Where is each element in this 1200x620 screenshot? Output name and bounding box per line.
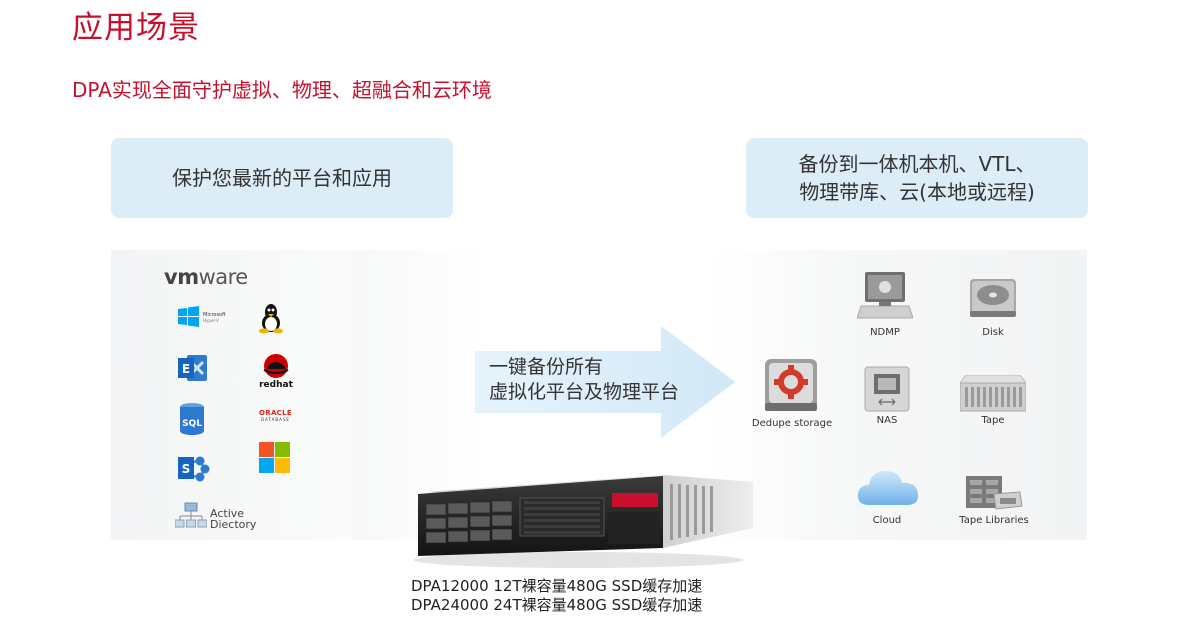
cloud-label: Cloud	[872, 515, 902, 526]
redhat-icon: redhat	[259, 354, 294, 390]
disk-label: Disk	[982, 327, 1004, 338]
callout-right-line1: 备份到一体机本机、VTL、	[798, 152, 1036, 176]
tape-libraries-icon	[966, 476, 1023, 510]
vmware-rest: ware	[198, 265, 249, 289]
page-title: 应用场景	[72, 10, 200, 46]
ndmp-icon	[857, 272, 913, 319]
callout-left-text: 保护您最新的平台和应用	[172, 166, 392, 190]
active-directory-icon	[175, 502, 207, 528]
arrow-line2: 虚拟化平台及物理平台	[489, 381, 680, 403]
dedupe-storage-icon	[765, 359, 817, 411]
svg-text:SQL: SQL	[182, 419, 202, 429]
page-subtitle: DPA实现全面守护虚拟、物理、超融合和云环境	[72, 78, 492, 102]
dpa-appliance-server-icon	[413, 475, 753, 568]
exchange-icon: E	[178, 355, 207, 381]
svg-text:redhat: redhat	[259, 380, 293, 390]
active-directory-label: Active Diectory	[210, 508, 256, 530]
cloud-icon	[857, 471, 919, 505]
oracle-text: ORACLE	[259, 409, 292, 417]
vmware-bold: vm	[164, 265, 199, 289]
hyperv-label: Microsoft Hyper-V	[203, 312, 226, 324]
tape-libraries-label: Tape Libraries	[959, 515, 1029, 526]
platforms-panel	[111, 250, 351, 540]
server-caption-line1: DPA12000 12T裸容量480G SSD缓存加速	[411, 577, 703, 595]
callout-right-line2: 物理带库、云(本地或远程)	[799, 180, 1035, 204]
callout-protect-platforms: 保护您最新的平台和应用	[111, 138, 453, 218]
dedupe-storage-label: Dedupe storage	[751, 418, 833, 429]
disk-icon	[970, 279, 1016, 317]
sql-server-icon: SQL	[180, 403, 204, 435]
active-directory-line1: Active	[210, 507, 245, 520]
windows-hyperv-icon	[178, 306, 199, 327]
tape-icon	[960, 375, 1026, 412]
windows-icon	[259, 442, 290, 473]
ndmp-label: NDMP	[870, 327, 900, 338]
server-caption: DPA12000 12T裸容量480G SSD缓存加速 DPA24000 24T…	[411, 577, 702, 615]
microsoft-text: Microsoft	[203, 312, 226, 318]
arrow-text: 一键备份所有 虚拟化平台及物理平台	[489, 355, 679, 405]
callout-backup-targets: 备份到一体机本机、VTL、 物理带库、云(本地或远程)	[746, 138, 1088, 218]
nas-icon	[864, 366, 910, 412]
oracle-icon: ORACLE DATABASE	[259, 409, 292, 423]
active-directory-line2: Diectory	[210, 518, 257, 531]
nas-label: NAS	[876, 415, 898, 426]
hyperv-text: Hyper-V	[203, 318, 219, 323]
svg-text:E: E	[182, 362, 190, 376]
linux-tux-icon	[259, 304, 283, 334]
tape-label: Tape	[981, 415, 1005, 426]
arrow-line1: 一键备份所有	[489, 356, 604, 378]
oracle-database-text: DATABASE	[261, 417, 290, 422]
server-caption-line2: DPA24000 24T裸容量480G SSD缓存加速	[411, 596, 703, 614]
sharepoint-icon: S	[178, 456, 210, 482]
backup-arrow-icon	[475, 326, 735, 438]
svg-text:S: S	[182, 462, 191, 476]
vmware-icon: vmware	[164, 265, 248, 289]
